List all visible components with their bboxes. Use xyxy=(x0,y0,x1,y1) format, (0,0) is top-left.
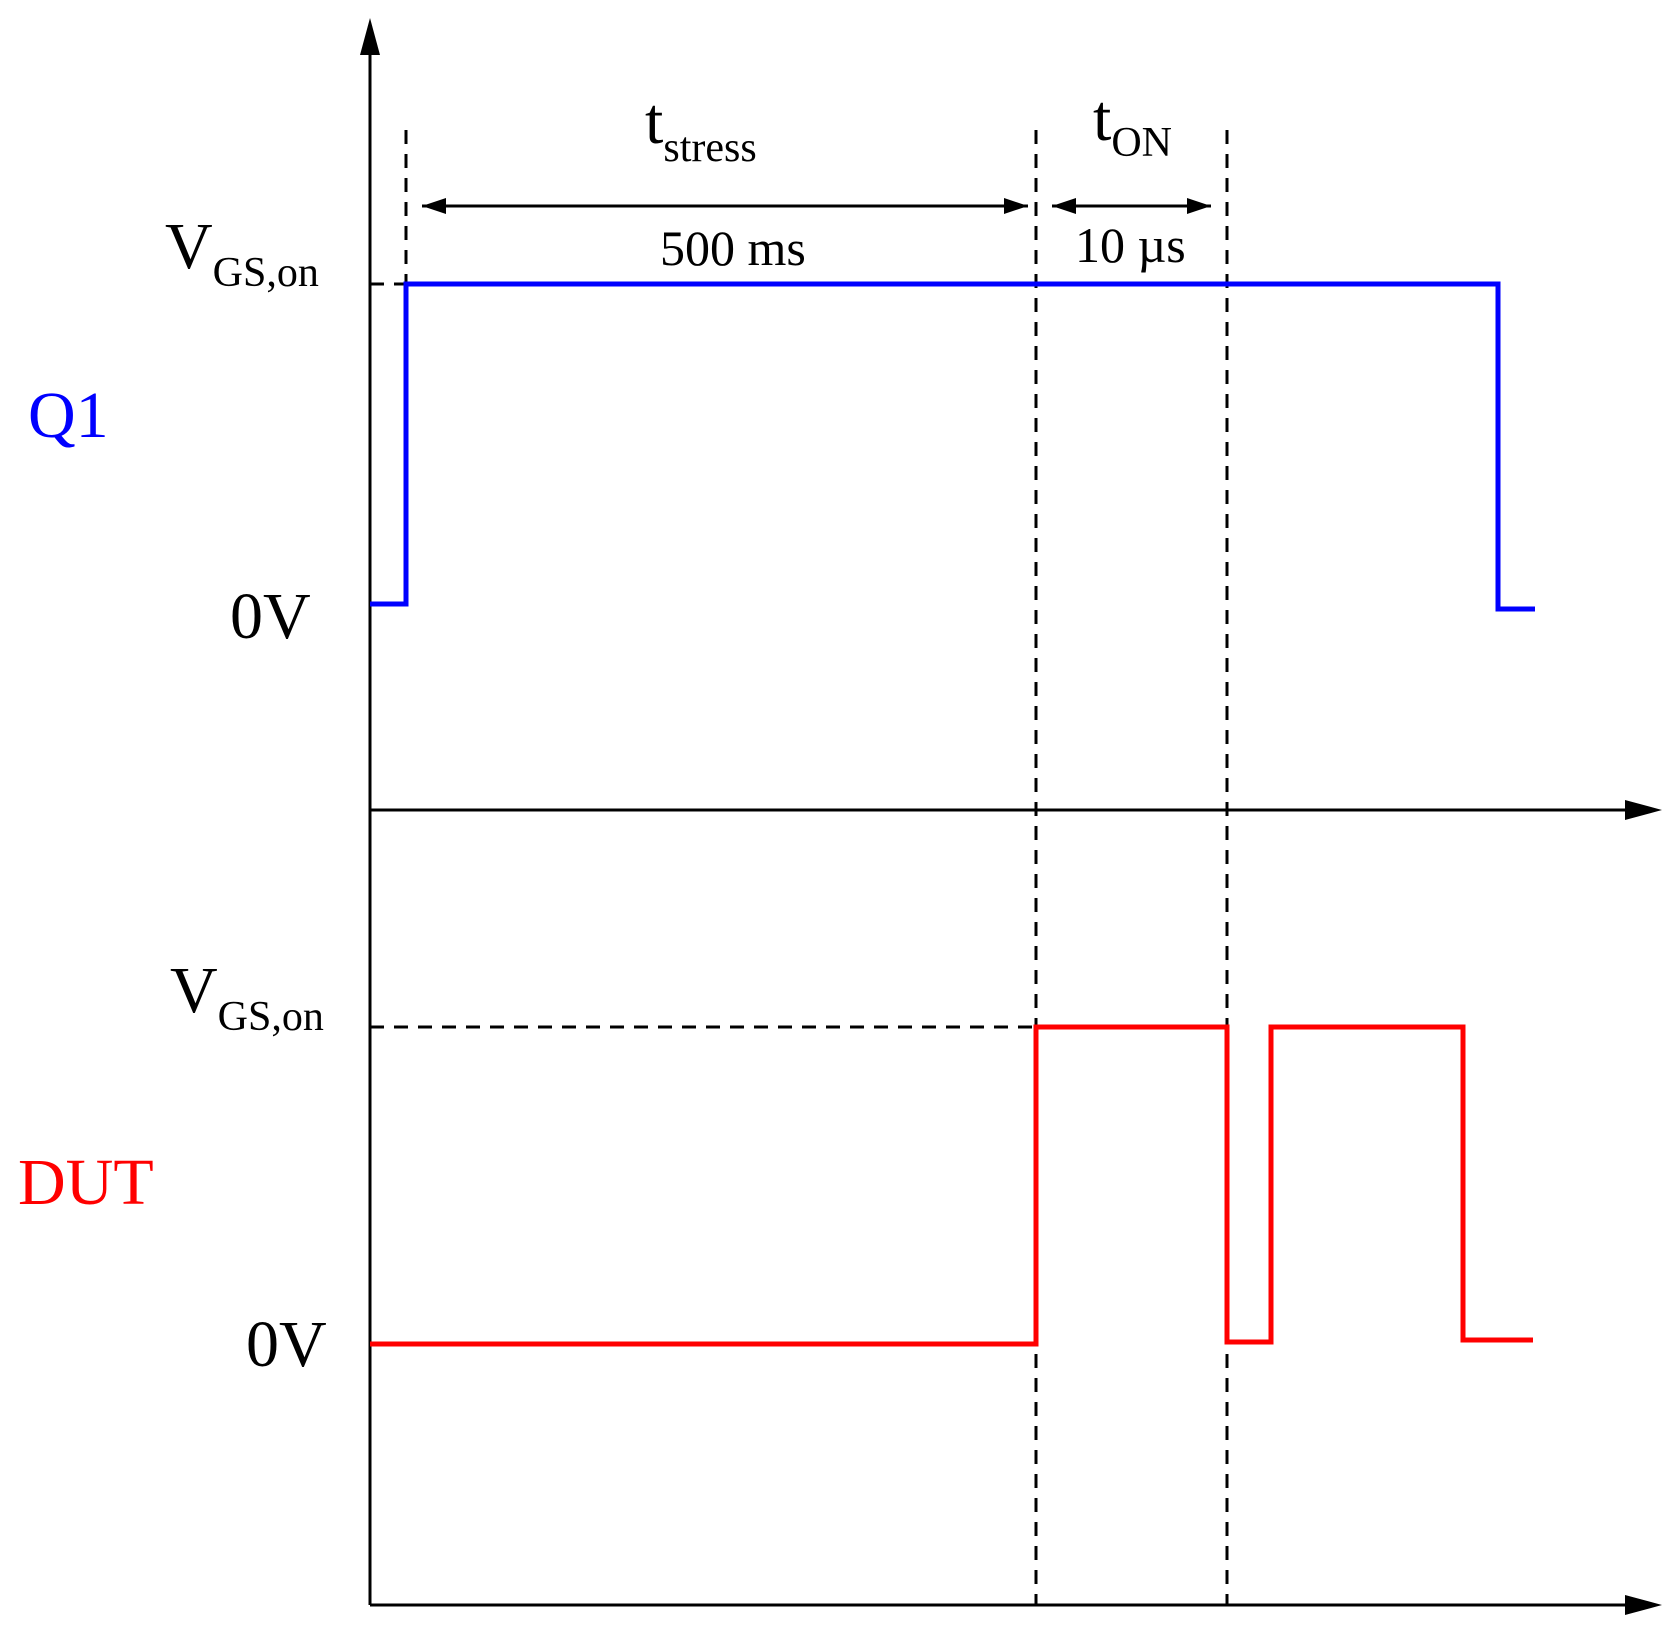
dut-0v-label: 0V xyxy=(246,1308,327,1381)
stress-arrow-right-head xyxy=(1004,198,1028,214)
ton-arrow-left-head xyxy=(1052,198,1076,214)
q1-waveform xyxy=(370,281,1535,612)
dut-waveform xyxy=(370,1024,1533,1347)
q1-vgs-on-label: VGS,on xyxy=(165,210,319,296)
ton-label: tON xyxy=(1093,82,1172,166)
q1-signal-name: Q1 xyxy=(28,379,109,452)
tstress-label: tstress xyxy=(645,85,757,171)
dut-signal-name: DUT xyxy=(18,1146,154,1219)
ton-duration-label: 10 µs xyxy=(1075,217,1186,273)
y-axis-arrowhead xyxy=(360,18,380,55)
ton-arrow-right-head xyxy=(1187,198,1211,214)
dut-vgs-on-label: VGS,on xyxy=(170,954,324,1040)
time-axis-dut-arrowhead xyxy=(1625,1595,1662,1615)
stress-duration-label: 500 ms xyxy=(660,220,806,276)
time-axis-q1-arrowhead xyxy=(1625,800,1662,820)
q1-0v-label: 0V xyxy=(230,580,311,653)
stress-arrow-left-head xyxy=(422,198,446,214)
